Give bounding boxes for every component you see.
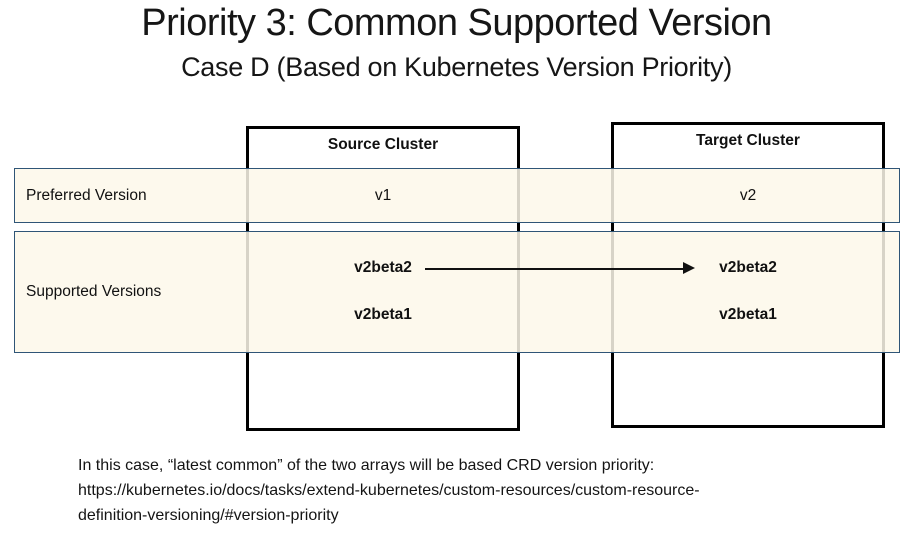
version-mapping-arrow (425, 262, 695, 275)
page-title: Priority 3: Common Supported Version (141, 2, 772, 44)
target-supported-version-2: v2beta1 (719, 306, 777, 323)
footer-url-continued: definition-versioning/#version-priority (78, 507, 339, 524)
supported-versions-row: Supported Versions (14, 231, 900, 353)
target-supported-version-1: v2beta2 (719, 259, 777, 276)
footer-url: https://kubernetes.io/docs/tasks/extend-… (78, 482, 700, 499)
target-cluster-header: Target Cluster (696, 132, 800, 149)
footer-text: In this case, “latest common” of the two… (78, 457, 655, 474)
supported-versions-label: Supported Versions (26, 283, 162, 300)
source-supported-version-2: v2beta1 (354, 306, 412, 323)
footer-note: In this case, “latest common” of the two… (78, 453, 700, 528)
arrow-line (425, 267, 685, 271)
source-cluster-header: Source Cluster (327, 136, 439, 153)
preferred-version-label: Preferred Version (26, 186, 147, 204)
target-preferred-version: v2 (739, 187, 757, 204)
page-subtitle: Case D (Based on Kubernetes Version Prio… (181, 52, 732, 82)
arrow-head-icon (683, 262, 695, 274)
source-supported-version-1: v2beta2 (354, 259, 412, 276)
preferred-version-row: Preferred Version (14, 168, 900, 223)
source-preferred-version: v1 (374, 187, 392, 204)
